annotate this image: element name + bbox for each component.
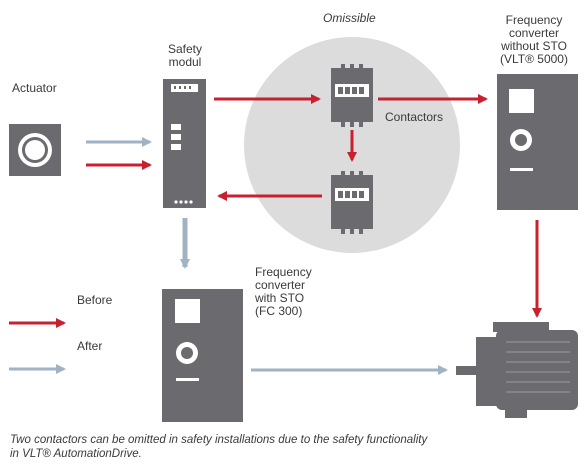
omissible-label: Omissible — [323, 11, 376, 25]
safety-module-device — [163, 79, 206, 208]
contactors-label: Contactors — [385, 110, 444, 124]
legend-after-label: After — [77, 339, 103, 353]
fc-with-sto-device — [162, 289, 243, 422]
figure-caption-line1: Two contactors can be omitted in safety … — [10, 434, 428, 446]
safety-modul-label-line2: modul — [168, 55, 202, 69]
fc-with-sto-line3: with STO — [255, 291, 305, 305]
figure-caption: Two contactors can be omitted in safety … — [10, 433, 570, 461]
fc-with-sto-line4: (FC 300) — [255, 304, 303, 318]
legend-before-label: Before — [77, 293, 113, 307]
actuator-label: Actuator — [12, 81, 57, 95]
contactor-bottom-device — [331, 171, 373, 234]
fc-without-sto-line1: Frequency — [505, 13, 563, 27]
actuator-switch-icon — [9, 124, 61, 176]
fc-without-sto-line4: (VLT® 5000) — [500, 52, 568, 66]
fc-with-sto-line2: converter — [255, 278, 306, 292]
fc-without-sto-device — [497, 74, 578, 210]
fc-without-sto-line2: converter — [508, 26, 560, 40]
contactor-top-device — [331, 64, 373, 127]
fc-with-sto-line1: Frequency — [255, 265, 312, 279]
fc-without-sto-line3: without STO — [501, 39, 567, 53]
figure-caption-line2: in VLT® AutomationDrive. — [10, 448, 142, 460]
fc-without-sto-label: Frequency converter without STO (VLT® 50… — [488, 14, 580, 66]
fc-with-sto-label: Frequency converter with STO (FC 300) — [255, 266, 312, 318]
safety-modul-label: Safety modul — [160, 43, 210, 69]
safety-modul-label-line1: Safety — [167, 42, 203, 56]
motor-icon — [456, 322, 578, 418]
